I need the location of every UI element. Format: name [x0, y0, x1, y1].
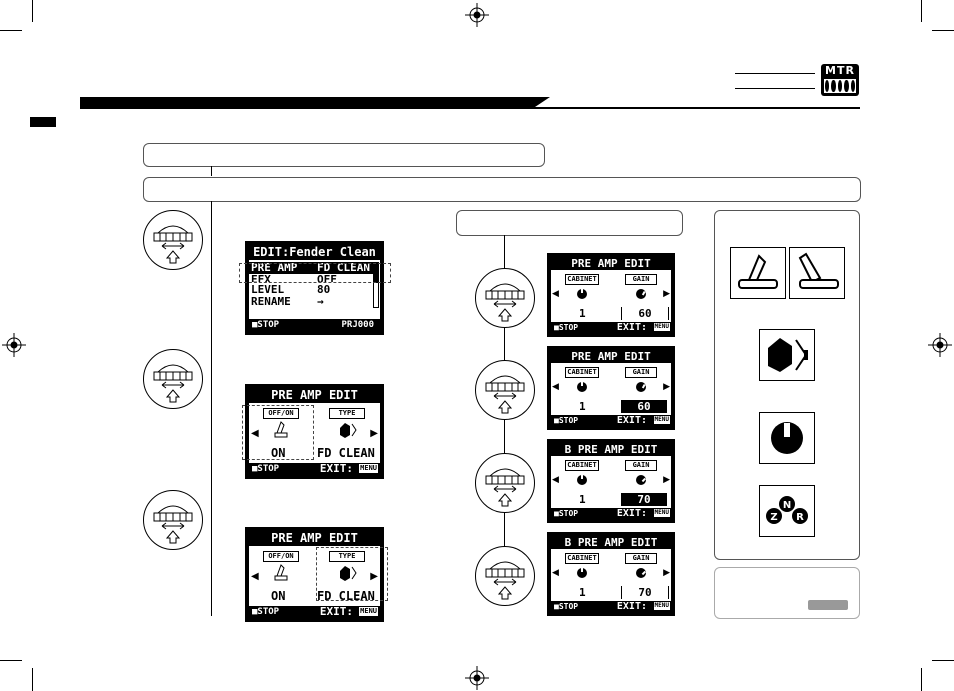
- switch-off-icon: [730, 247, 786, 299]
- registration-mark-icon: [928, 333, 952, 357]
- note-tag: [808, 600, 848, 610]
- crop-mark: [0, 30, 22, 31]
- mtr-badge: MTR: [821, 64, 859, 96]
- divider: [211, 166, 212, 176]
- crop-mark: [921, 668, 922, 691]
- section-tab: [30, 117, 56, 127]
- lcd-gain-3: B PRE AMP EDIT CABINET GAIN ◀ ▶ 1 70 ■ST…: [547, 439, 675, 523]
- header-line: [735, 73, 815, 74]
- scrollbar: [373, 262, 379, 308]
- crop-mark: [0, 660, 22, 661]
- jog-dial-icon: [143, 349, 203, 409]
- highlight-frame: [239, 263, 391, 283]
- jog-dial-icon: [475, 546, 535, 606]
- header-line: [735, 88, 815, 89]
- knob-icon: [636, 475, 646, 485]
- crop-mark: [921, 0, 922, 22]
- lcd-title: PRE AMP EDIT: [249, 531, 380, 546]
- lcd-title: EDIT:Fender Clean: [249, 245, 380, 260]
- knob-large-icon: [759, 412, 815, 464]
- jog-dial-icon: [475, 268, 535, 328]
- knob-icon: [577, 289, 587, 299]
- divider: [211, 201, 212, 616]
- registration-mark-icon: [2, 333, 26, 357]
- lcd-gain-2: PRE AMP EDIT CABINET GAIN ◀ ▶ 1 60 ■STOP…: [547, 346, 675, 430]
- jog-dial-icon: [475, 453, 535, 513]
- knob-icon: [577, 382, 587, 392]
- note-box: [714, 567, 860, 619]
- crop-mark: [932, 30, 954, 31]
- highlight-frame: [242, 405, 314, 460]
- lcd-title: PRE AMP EDIT: [249, 388, 380, 403]
- lcd-preamp-onoff: PRE AMP EDIT OFF/ON TYPE ◀ ▶ ON FD CLEAN…: [245, 384, 384, 479]
- switch-icon: [274, 421, 288, 438]
- jog-dial-icon: [143, 210, 203, 270]
- amp-type-large-icon: [759, 329, 815, 381]
- crop-mark: [32, 668, 33, 691]
- amp-type-icon: [340, 566, 357, 581]
- crop-mark: [932, 660, 954, 661]
- registration-mark-icon: [465, 666, 489, 690]
- header-banner: [80, 97, 860, 109]
- svg-text:R: R: [796, 512, 804, 523]
- step-box: [456, 210, 683, 236]
- crop-mark: [32, 0, 33, 22]
- knob-icon: [577, 475, 587, 485]
- jog-dial-icon: [143, 490, 203, 550]
- lcd-preamp-type: PRE AMP EDIT OFF/ON TYPE ◀ ▶ ON FD CLEAN…: [245, 527, 384, 622]
- knob-icon: [636, 568, 646, 578]
- highlight-frame: [316, 547, 388, 601]
- badge-title: MTR: [825, 64, 855, 77]
- switch-on-icon: [789, 247, 845, 299]
- knob-icon: [577, 568, 587, 578]
- knob-icon: [636, 382, 646, 392]
- lcd-gain-1: PRE AMP EDIT CABINET GAIN ◀ ▶ 1 60 ■STOP…: [547, 253, 675, 337]
- switch-icon: [274, 564, 288, 581]
- svg-text:N: N: [783, 500, 791, 511]
- registration-mark-icon: [465, 3, 489, 27]
- svg-text:Z: Z: [770, 512, 777, 523]
- title-box: [143, 143, 545, 167]
- knob-icon: [636, 289, 646, 299]
- subtitle-box: [143, 177, 861, 202]
- lcd-gain-4: B PRE AMP EDIT CABINET GAIN ◀ ▶ 1 70 ■ST…: [547, 532, 675, 616]
- amp-type-icon: [340, 423, 357, 438]
- jog-dial-icon: [475, 360, 535, 420]
